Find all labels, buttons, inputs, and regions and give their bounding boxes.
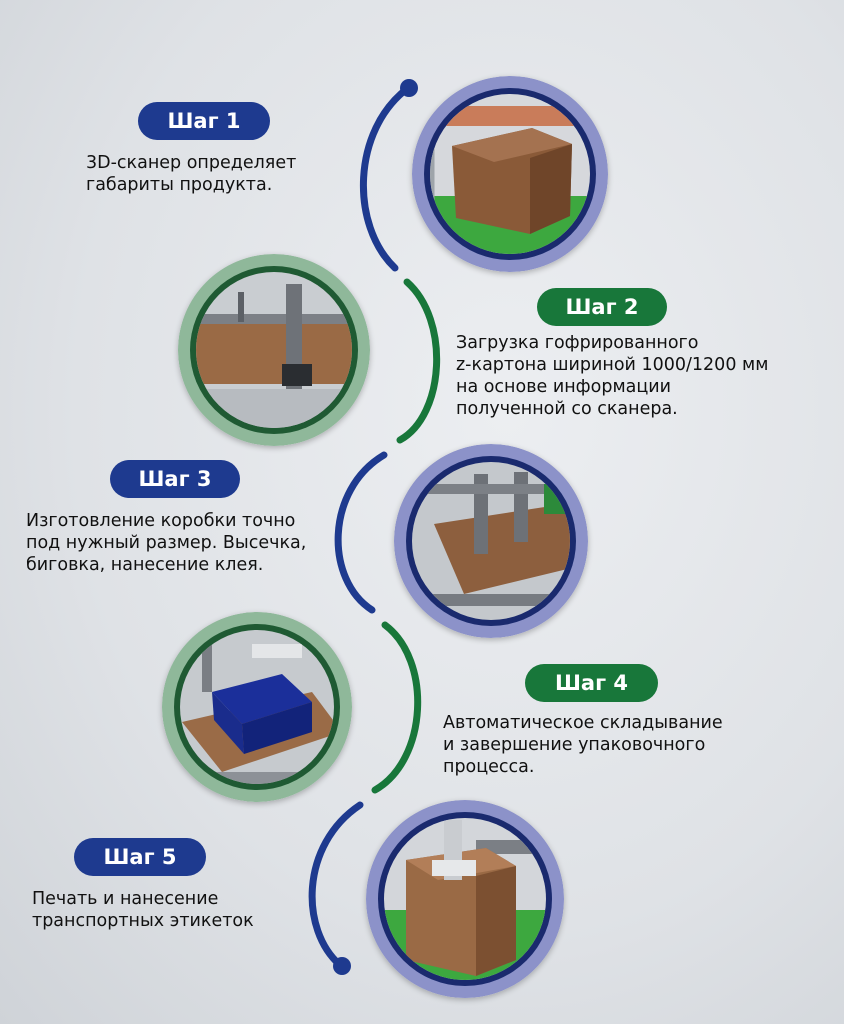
step-4-description: Автоматическое складывание и завершение … <box>443 712 723 778</box>
step-1-line-1: 3D-сканер определяет <box>86 153 297 173</box>
step-3-line-1: Изготовление коробки точно <box>26 511 296 531</box>
connector-segment-2 <box>396 278 441 444</box>
step-3-line-3: биговка, нанесение клея. <box>26 555 264 575</box>
step-2-line-3: на основе информации <box>456 377 672 397</box>
step-4-line-1: Автоматическое складывание <box>443 713 723 733</box>
step-2-line-2: z-картона шириной 1000/1200 мм <box>456 355 769 375</box>
step-4-label: Шаг 4 <box>554 671 628 695</box>
connector-segment-5 <box>308 801 364 969</box>
step-5-image <box>366 800 564 998</box>
step-3-line-2: под нужный размер. Высечка, <box>26 533 307 553</box>
step-1-image <box>412 76 608 272</box>
step-4-line-3: процесса. <box>443 757 535 777</box>
step-4-badge: Шаг 4 <box>525 664 658 702</box>
connector-start-dot <box>400 79 418 97</box>
step-2-image <box>178 254 370 446</box>
step-3-badge: Шаг 3 <box>110 460 240 498</box>
step-5-line-1: Печать и нанесение <box>32 889 219 909</box>
step-2-description: Загрузка гофрированного z-картона ширино… <box>456 332 768 420</box>
connector-segment-3 <box>334 451 388 614</box>
connector-segment-1 <box>360 84 412 272</box>
step-5-label: Шаг 5 <box>103 845 177 869</box>
step-4-image <box>162 612 352 802</box>
step-3-label: Шаг 3 <box>138 467 212 491</box>
step-3-image <box>394 444 588 638</box>
step-2-badge: Шаг 2 <box>537 288 667 326</box>
step-4-line-2: и завершение упаковочного <box>443 735 706 755</box>
step-2-line-4: полученной со сканера. <box>456 399 678 419</box>
connector-segment-4 <box>371 621 422 794</box>
step-1-badge: Шаг 1 <box>138 102 270 140</box>
step-1-description: 3D-сканер определяет габариты продукта. <box>86 152 296 196</box>
step-1-line-2: габариты продукта. <box>86 175 273 195</box>
connector-end-dot <box>333 957 351 975</box>
step-5-line-2: транспортных этикеток <box>32 911 254 931</box>
step-2-label: Шаг 2 <box>565 295 639 319</box>
step-2-line-1: Загрузка гофрированного <box>456 333 699 353</box>
step-1-label: Шаг 1 <box>167 109 241 133</box>
step-3-description: Изготовление коробки точно под нужный ра… <box>26 510 306 576</box>
step-5-badge: Шаг 5 <box>74 838 206 876</box>
step-5-description: Печать и нанесение транспортных этикеток <box>32 888 254 932</box>
